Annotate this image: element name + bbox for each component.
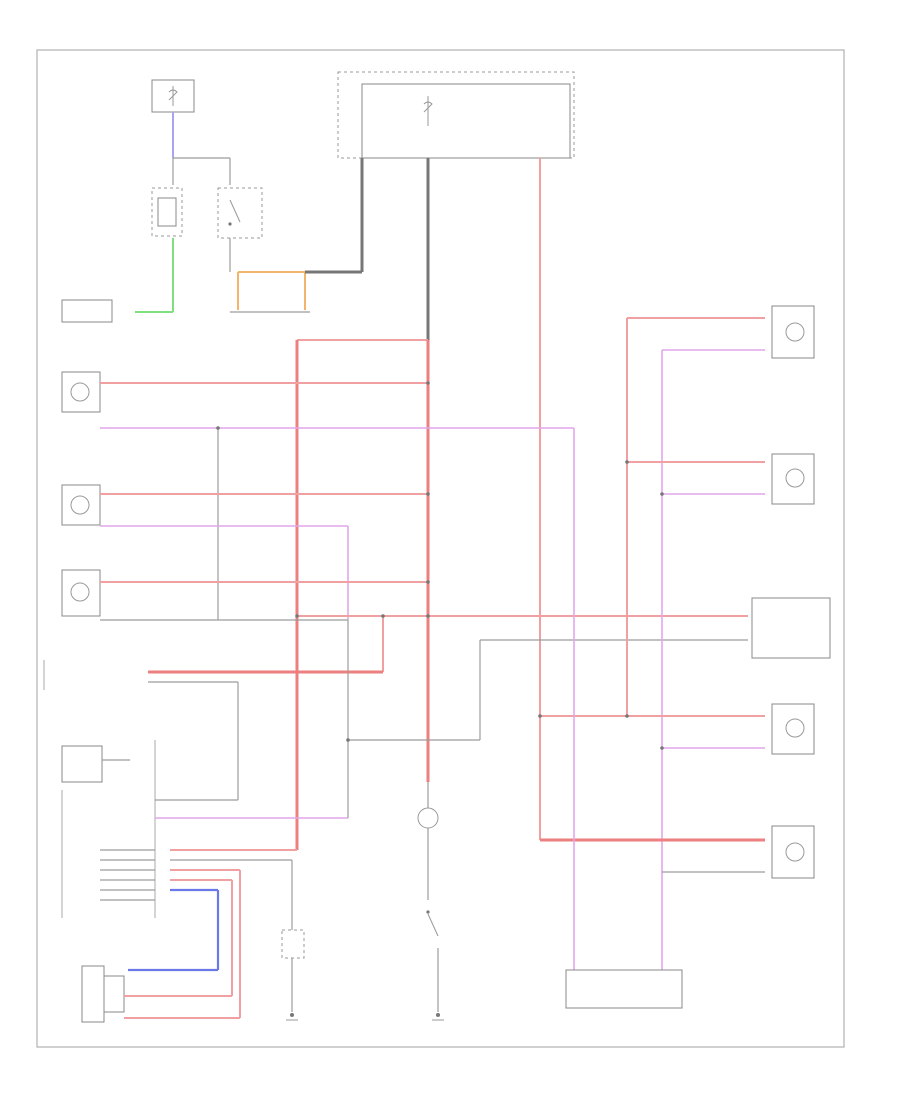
dimmer-switch <box>151 187 183 237</box>
fuse-box-top-center <box>337 71 575 159</box>
cluster-connector-rows <box>100 849 155 901</box>
junction-dots <box>216 381 664 750</box>
bulb-icon <box>70 382 90 402</box>
switch-icon <box>426 910 439 937</box>
panel-switch <box>81 965 125 1023</box>
dash-bulb-3 <box>61 569 101 617</box>
bulb-icon <box>417 807 439 829</box>
bulb-icon <box>785 322 805 342</box>
ground-icon <box>432 1013 444 1021</box>
right-bulb-5 <box>771 825 815 879</box>
right-unit-3 <box>751 597 831 659</box>
diagram-frame <box>36 49 845 1048</box>
fuse-icon <box>423 96 433 126</box>
bulb-icon <box>785 842 805 862</box>
right-bulb-2 <box>771 453 815 505</box>
bulb-icon <box>70 582 90 602</box>
fuse-icon <box>168 86 178 106</box>
dash-bulb-1 <box>61 371 101 413</box>
door-switch <box>426 910 439 937</box>
dash-bulb-2 <box>61 484 101 526</box>
bulb-icon <box>70 495 90 515</box>
ground-1 <box>281 929 305 1021</box>
control-module <box>565 969 683 1009</box>
bulb-icon <box>785 718 805 738</box>
right-bulb-4 <box>771 703 815 755</box>
switch-icon <box>228 199 241 226</box>
ground-2 <box>432 1013 444 1021</box>
dash-module-left <box>61 299 113 323</box>
instrument-cluster <box>61 740 156 918</box>
bulb-icon <box>785 468 805 488</box>
dimmer-relay <box>217 187 263 239</box>
right-bulb-1 <box>771 305 815 359</box>
ground-icon <box>286 1013 298 1021</box>
courtesy-light <box>417 807 439 829</box>
fuse-box-top-left <box>151 79 195 113</box>
